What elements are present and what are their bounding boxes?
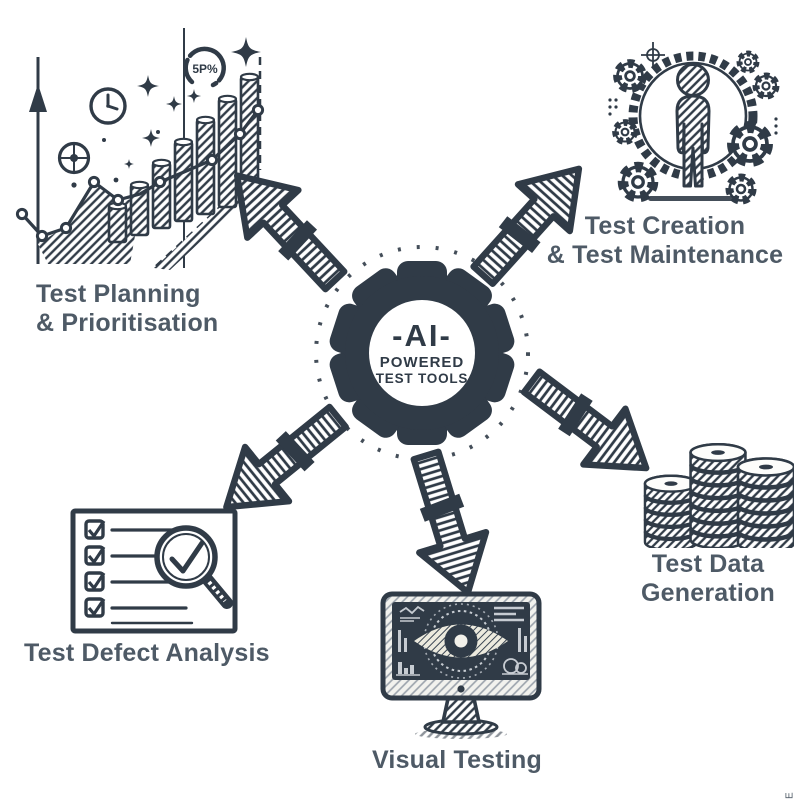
clock-icon [89,87,127,125]
dot-accents [608,98,778,135]
person-figure [648,63,738,201]
trend-points [15,103,265,243]
checklist-magnifier-icon [70,508,238,634]
webcam-dot [457,685,465,693]
person-gears-icon [608,42,783,214]
growth-bar-chart-icon: 5P% [15,28,265,270]
label-line: Test Data [651,550,765,578]
label-test-data: Test Data Generation [618,550,798,608]
screen-chart-glyphs [396,605,528,676]
gear-dotted-ring [314,245,530,461]
label-test-creation: Test Creation & Test Maintenance [535,212,795,270]
monitor-eye-icon [380,591,542,739]
coin-stack [643,474,699,548]
coin-stacks-icon [643,442,794,548]
magnifier-icon [154,525,233,609]
label-line: Test Creation [584,212,746,240]
coin-stack [736,457,794,548]
center-title: -AI- POWERED TEST TOOLS [369,300,475,406]
credit-text: Flowchart created with the help of DALL·… [785,792,796,800]
label-line: Visual Testing [372,746,542,774]
gauge-text: 5P% [192,62,218,76]
sparkle-icons [102,37,261,183]
center-title-line3: TEST TOOLS [375,370,469,386]
center-title-line1: -AI- [392,317,452,353]
bars [107,72,260,244]
label-line: & Test Maintenance [546,241,784,269]
gear-icon: -AI- POWERED TEST TOOLS [326,261,518,445]
label-line: Test Defect Analysis [24,639,270,667]
label-line: Test Planning [36,280,201,308]
label-line: Generation [641,579,775,607]
label-line: & Prioritisation [36,309,219,337]
label-visual-testing: Visual Testing [352,746,562,775]
target-icon [57,141,91,188]
checkboxes [84,519,106,618]
label-test-defect-analysis: Test Defect Analysis [24,639,270,668]
eye-icon [414,603,508,679]
trend-line [20,109,260,238]
label-test-planning: Test Planning & Prioritisation [36,280,218,338]
center-title-line2: POWERED [379,353,465,371]
percent-gauge: 5P% [183,46,226,88]
crosshair-mark [641,42,665,68]
coin-stack [689,442,747,548]
